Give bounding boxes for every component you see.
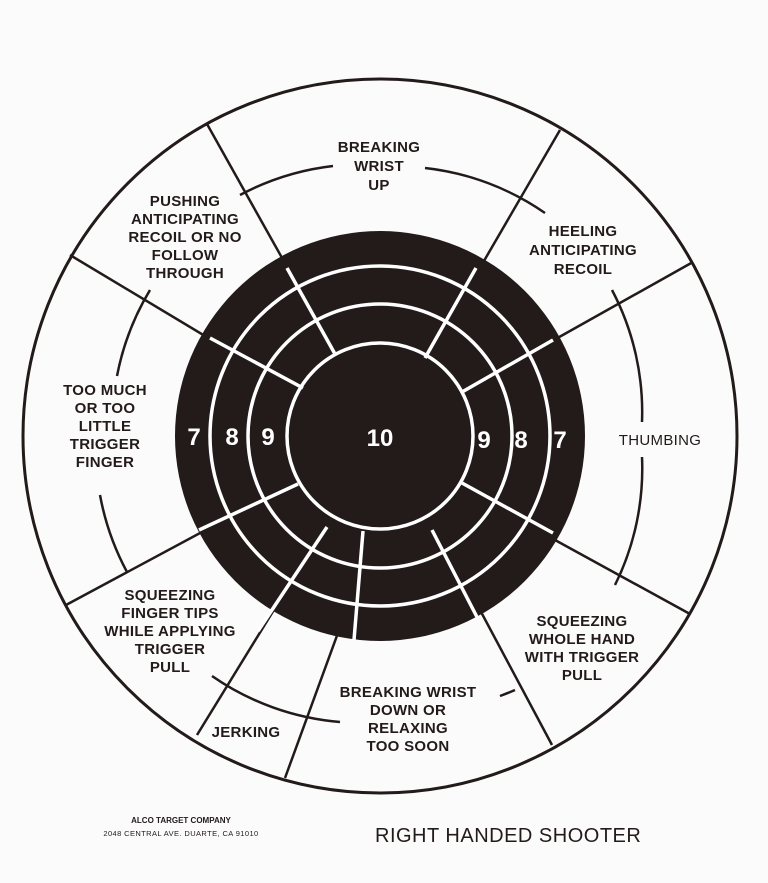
svg-text:WRIST: WRIST — [354, 158, 404, 175]
bull-dividers — [198, 267, 554, 641]
svg-text:OR TOO: OR TOO — [75, 400, 136, 417]
svg-text:DOWN OR: DOWN OR — [370, 702, 446, 719]
svg-text:LITTLE: LITTLE — [79, 418, 132, 435]
svg-text:RECOIL: RECOIL — [554, 261, 612, 278]
svg-text:WITH TRIGGER: WITH TRIGGER — [525, 649, 639, 666]
svg-text:TRIGGER: TRIGGER — [70, 436, 140, 453]
svg-text:HEELING: HEELING — [549, 223, 618, 240]
label-thumbing: THUMBING — [619, 432, 701, 449]
label-heeling: HEELING ANTICIPATING RECOIL — [529, 223, 637, 278]
svg-text:WHILE APPLYING: WHILE APPLYING — [104, 623, 235, 640]
score-left-8: 8 — [225, 424, 238, 451]
company-name: ALCO TARGET COMPANY — [131, 816, 231, 825]
outer-circle — [21, 77, 739, 795]
svg-text:FOLLOW: FOLLOW — [152, 247, 219, 264]
score-center: 10 — [367, 425, 394, 452]
score-rings — [208, 264, 552, 608]
svg-text:BREAKING: BREAKING — [338, 139, 420, 156]
svg-text:JERKING: JERKING — [212, 724, 281, 741]
svg-text:UP: UP — [368, 177, 389, 194]
guide-arcs — [98, 164, 644, 724]
svg-text:ANTICIPATING: ANTICIPATING — [131, 211, 239, 228]
svg-text:SQUEEZING: SQUEEZING — [124, 587, 215, 604]
svg-text:RELAXING: RELAXING — [368, 720, 448, 737]
svg-text:BREAKING WRIST: BREAKING WRIST — [340, 684, 477, 701]
svg-text:FINGER: FINGER — [76, 454, 134, 471]
black-bull — [175, 231, 585, 641]
label-too-much-trigger-finger: TOO MUCH OR TOO LITTLE TRIGGER FINGER — [63, 382, 147, 471]
label-squeezing-whole-hand: SQUEEZING WHOLE HAND WITH TRIGGER PULL — [525, 613, 639, 684]
svg-text:SQUEEZING: SQUEEZING — [536, 613, 627, 630]
svg-text:PULL: PULL — [150, 659, 190, 676]
svg-text:ANTICIPATING: ANTICIPATING — [529, 242, 637, 259]
label-squeezing-finger-tips: SQUEEZING FINGER TIPS WHILE APPLYING TRI… — [104, 587, 235, 676]
score-right-9: 9 — [477, 427, 490, 454]
svg-text:PULL: PULL — [562, 667, 602, 684]
label-pushing: PUSHING ANTICIPATING RECOIL OR NO FOLLOW… — [128, 193, 241, 282]
score-right-8: 8 — [514, 427, 527, 454]
label-breaking-wrist-down: BREAKING WRIST DOWN OR RELAXING TOO SOON — [340, 684, 477, 755]
svg-text:THROUGH: THROUGH — [146, 265, 224, 282]
svg-text:TOO MUCH: TOO MUCH — [63, 382, 147, 399]
svg-text:TRIGGER: TRIGGER — [135, 641, 205, 658]
score-left-9: 9 — [261, 424, 274, 451]
svg-text:FINGER TIPS: FINGER TIPS — [121, 605, 218, 622]
label-jerking: JERKING — [212, 724, 281, 741]
svg-text:TOO SOON: TOO SOON — [367, 738, 450, 755]
svg-text:PUSHING: PUSHING — [150, 193, 220, 210]
target-title: RIGHT HANDED SHOOTER — [375, 825, 641, 847]
svg-text:RECOIL OR NO: RECOIL OR NO — [128, 229, 241, 246]
score-right-7: 7 — [553, 427, 566, 454]
company-address: 2048 CENTRAL AVE. DUARTE, CA 91010 — [103, 829, 258, 838]
label-breaking-wrist-up: BREAKING WRIST UP — [338, 139, 420, 194]
svg-text:WHOLE HAND: WHOLE HAND — [529, 631, 635, 648]
score-left-7: 7 — [187, 424, 200, 451]
svg-text:THUMBING: THUMBING — [619, 432, 701, 449]
